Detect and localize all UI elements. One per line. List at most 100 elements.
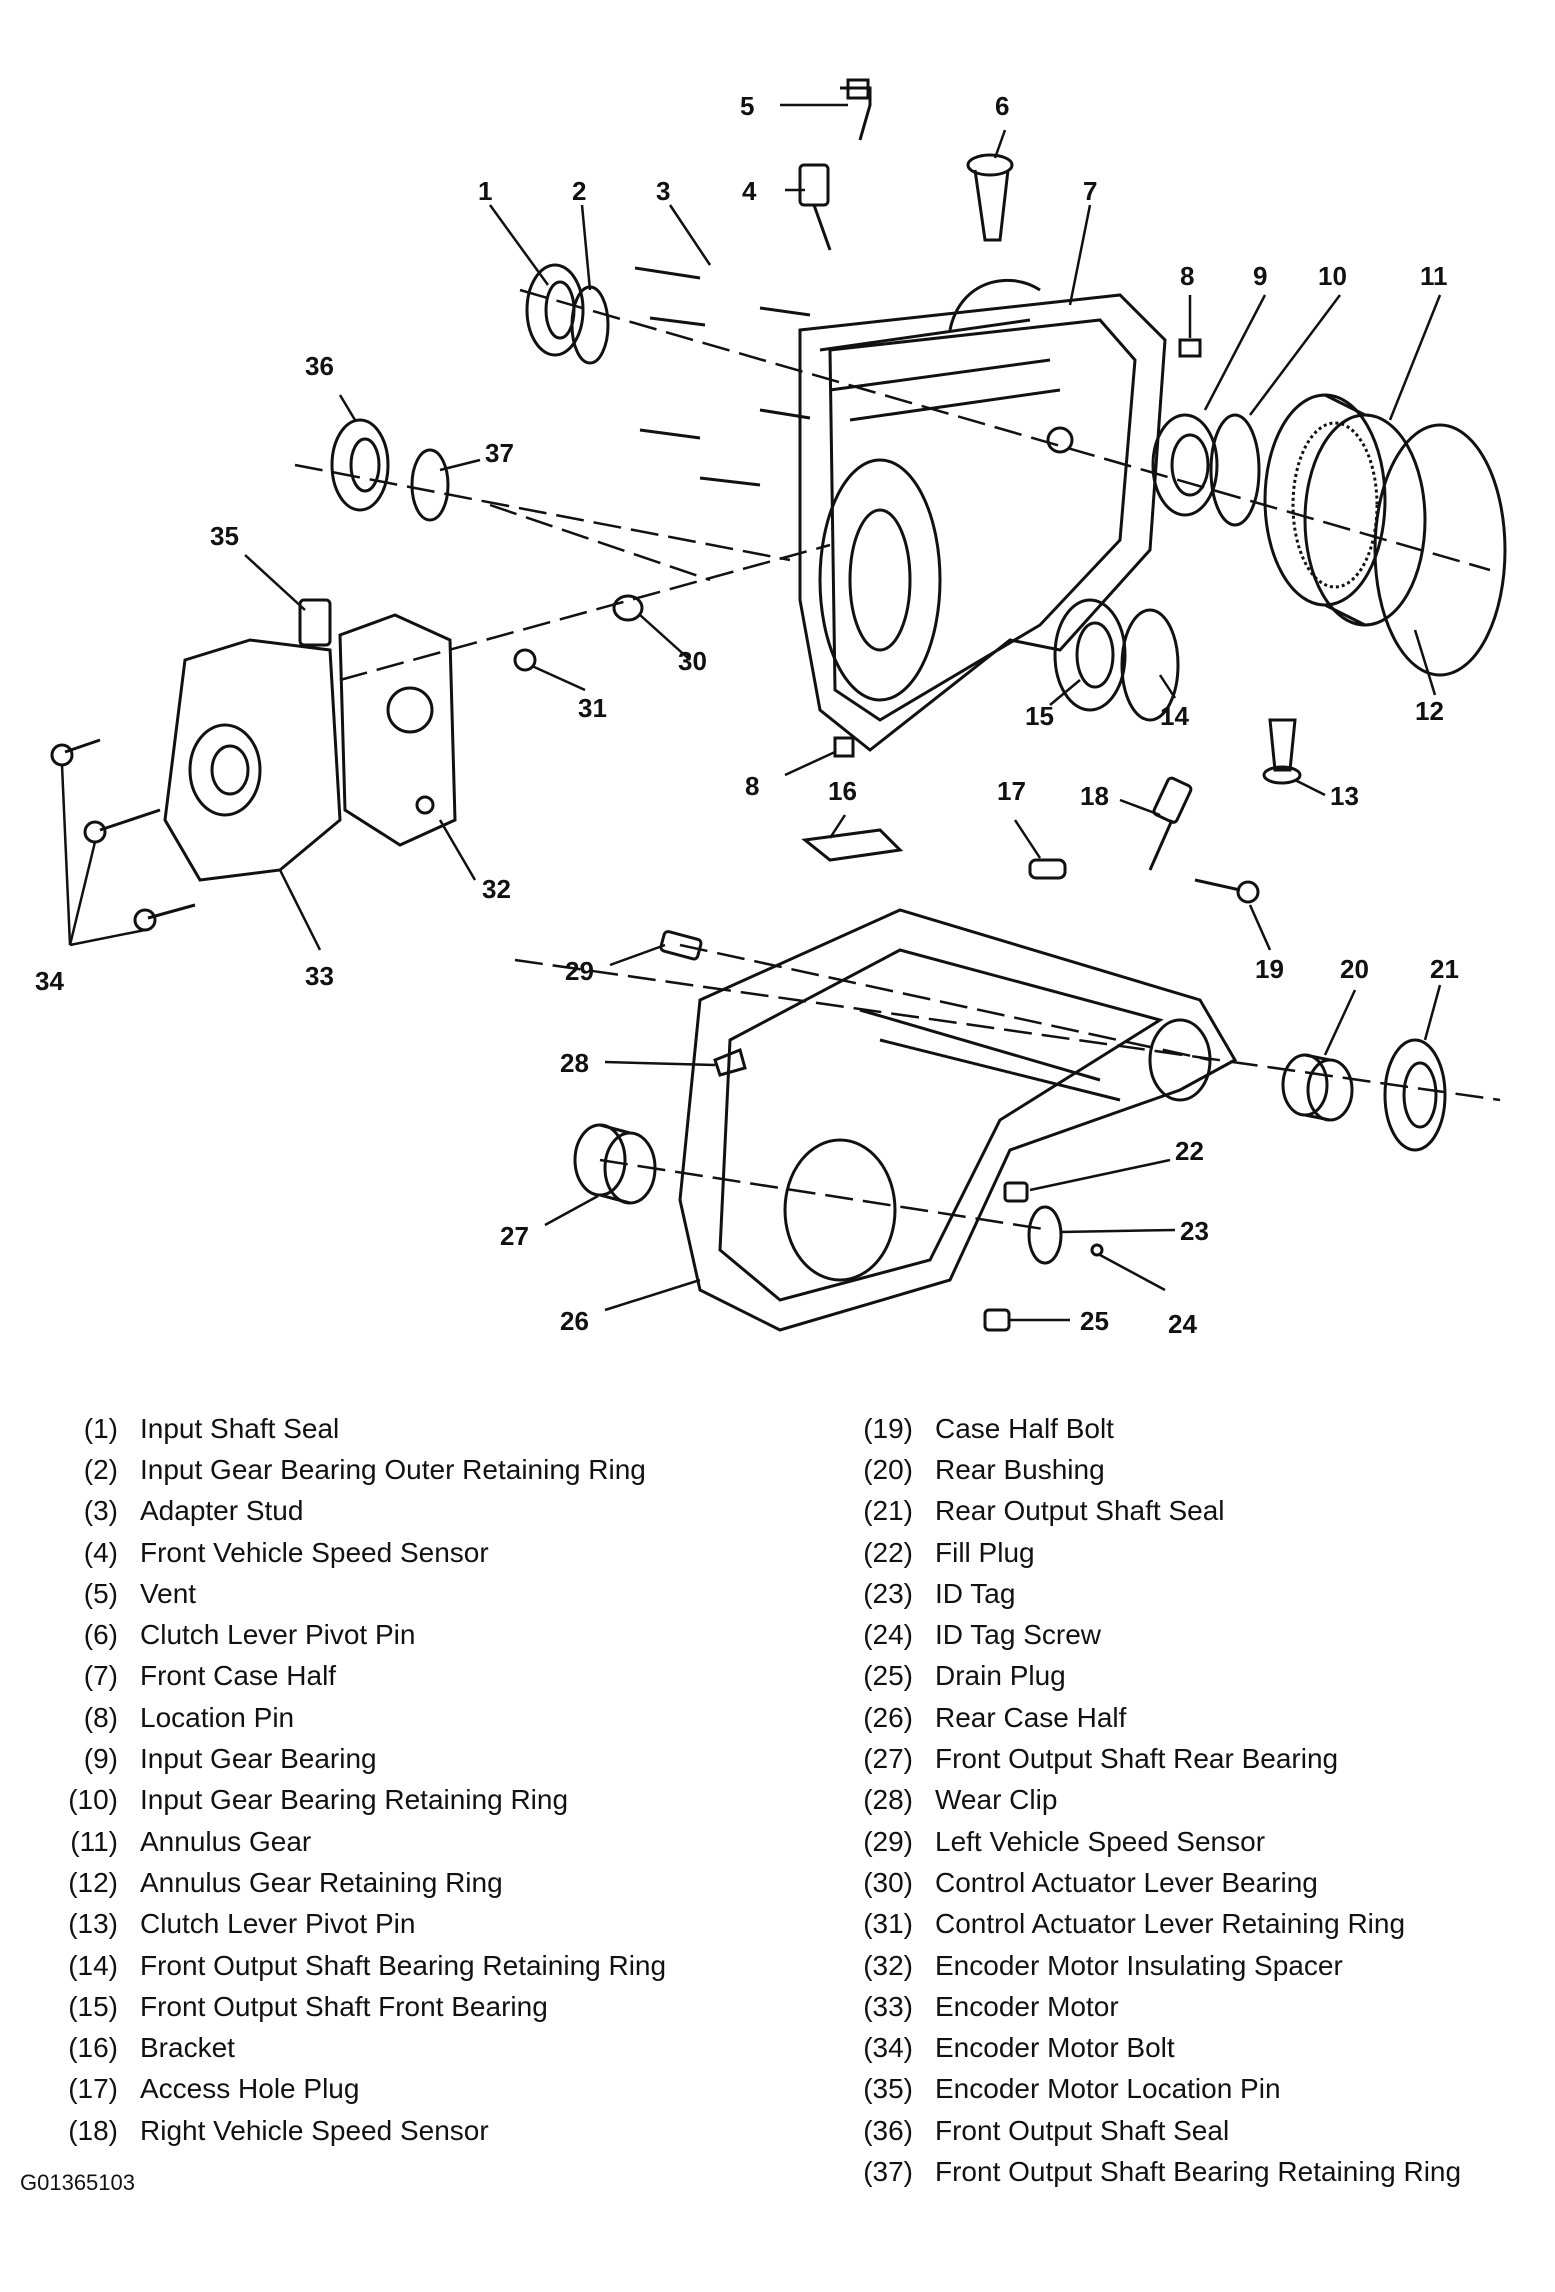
location-pin-part-lower (833, 736, 855, 758)
callout-26: 26 (560, 1306, 589, 1336)
legend-item: (37) Front Output Shaft Bearing Retaining… (835, 2151, 1461, 2192)
legend-label: Rear Bushing (935, 1453, 1105, 1485)
callout-12: 12 (1415, 696, 1444, 726)
legend-item: (29)Left Vehicle Speed Sensor (835, 1821, 1461, 1862)
legend-item: (36)Front Output Shaft Seal (835, 2110, 1461, 2151)
legend-number: (7) (83, 1660, 118, 1692)
rear-case-half (678, 908, 1238, 1332)
legend-label: Rear Output Shaft Seal (935, 1495, 1225, 1527)
callout-24: 24 (1168, 1309, 1197, 1339)
legend-number: (14) (68, 1949, 118, 1981)
legend-item: (33)Encoder Motor (835, 1986, 1461, 2027)
leader-lines (60, 103, 1442, 1322)
legend-label: Case Half Bolt (935, 1412, 1114, 1444)
callout-20: 20 (1340, 954, 1369, 984)
legend-number: (31) (863, 1908, 913, 1940)
legend-label: Front Output Shaft Bearing Retaining Rin… (935, 2155, 1462, 2187)
callout-18: 18 (1080, 781, 1109, 811)
input-gear-bearing-part (1151, 413, 1219, 517)
callout-22: 22 (1175, 1136, 1204, 1166)
legend-number: (30) (863, 1866, 913, 1898)
encoder-motor-part (163, 598, 342, 882)
legend-number: (35) (863, 2073, 913, 2105)
legend-item: (34)Encoder Motor Bolt (835, 2027, 1461, 2068)
callout-34: 34 (35, 966, 64, 996)
legend-label: Input Gear Bearing Retaining Ring (140, 1784, 569, 1816)
callout-8-lower: 8 (745, 771, 759, 801)
legend-item: (23)ID Tag (835, 1573, 1461, 1614)
front-output-bearing-ring-part (410, 448, 450, 522)
callout-1: 1 (478, 176, 492, 206)
legend-label: Encoder Motor Location Pin (935, 2073, 1281, 2105)
legend-number: (37) (863, 2155, 913, 2187)
legend-label: Encoder Motor Insulating Spacer (935, 1949, 1343, 1981)
callout-19: 19 (1255, 954, 1284, 984)
right-speed-sensor-part (1148, 776, 1193, 871)
callout-30: 30 (678, 646, 707, 676)
legend-number: (26) (863, 1701, 913, 1733)
legend-label: Front Output Shaft Rear Bearing (935, 1743, 1339, 1775)
legend-label: ID Tag Screw (935, 1619, 1101, 1651)
legend-number: (1) (83, 1412, 118, 1444)
rear-bushing-part (1281, 1053, 1354, 1122)
callout-10: 10 (1318, 261, 1347, 291)
callout-33: 33 (305, 961, 334, 991)
legend-label: Input Gear Bearing (140, 1743, 377, 1775)
legend-number: (21) (863, 1495, 913, 1527)
legend-number: (16) (68, 2032, 118, 2064)
callout-23: 23 (1180, 1216, 1209, 1246)
callout-25: 25 (1080, 1306, 1109, 1336)
legend-item: (22)Fill Plug (835, 1532, 1461, 1573)
callout-7: 7 (1083, 176, 1097, 206)
legend-number: (29) (863, 1825, 913, 1857)
encoder-spacer-part (338, 613, 457, 847)
legend-label: Encoder Motor Bolt (935, 2032, 1175, 2064)
legend-label: Encoder Motor (935, 1990, 1119, 2022)
legend-item: (28)Wear Clip (835, 1780, 1461, 1821)
legend-item: (5)Vent (40, 1573, 666, 1614)
left-speed-sensor-part (659, 930, 703, 961)
legend-item: (6)Clutch Lever Pivot Pin (40, 1614, 666, 1655)
callout-13: 13 (1330, 781, 1359, 811)
legend-number: (20) (863, 1453, 913, 1485)
bracket-part (801, 828, 904, 862)
legend-number: (19) (863, 1412, 913, 1444)
legend-label: Front Case Half (140, 1660, 337, 1692)
legend-number: (8) (83, 1701, 118, 1733)
callout-16: 16 (828, 776, 857, 806)
front-output-shaft-seal-part (330, 418, 390, 512)
legend-item: (21) Rear Output Shaft Seal (835, 1491, 1461, 1532)
callout-31: 31 (578, 693, 607, 723)
legend-item: (25)Drain Plug (835, 1656, 1461, 1697)
legend-item: (31) Control Actuator Lever Retaining Rin… (835, 1904, 1461, 1945)
fill-plug-part (1003, 1181, 1029, 1203)
legend-number: (18) (68, 2114, 118, 2146)
callout-27: 27 (500, 1221, 529, 1251)
callout-9: 9 (1253, 261, 1267, 291)
legend-number: (13) (68, 1908, 118, 1940)
legend-item: (20) Rear Bushing (835, 1449, 1461, 1490)
exploded-view-diagram: 1 2 3 4 5 6 7 8 8 9 10 11 12 13 14 15 16… (35, 78, 1507, 1339)
access-hole-plug-part (1028, 858, 1067, 880)
legend-number: (27) (863, 1743, 913, 1775)
legend-label: Adapter Stud (140, 1495, 304, 1527)
legend-label: Access Hole Plug (140, 2073, 360, 2105)
case-half-bolt-part (1194, 878, 1260, 904)
legend-item: (10)Input Gear Bearing Retaining Ring (40, 1780, 666, 1821)
legend-label: Control Actuator Lever Retaining Ring (935, 1908, 1406, 1940)
callout-6: 6 (995, 91, 1009, 121)
legend-item: (2)Input Gear Bearing Outer Retaining Ri… (40, 1449, 666, 1490)
legend-number: (36) (863, 2114, 913, 2146)
legend-label: Fill Plug (935, 1536, 1035, 1568)
legend-label: Annulus Gear Retaining Ring (140, 1866, 503, 1898)
legend-label: Vent (140, 1577, 197, 1609)
legend-item: (19) Case Half Bolt (835, 1408, 1461, 1449)
legend-number: (25) (863, 1660, 913, 1692)
callout-3: 3 (656, 176, 670, 206)
legend-label: Right Vehicle Speed Sensor (140, 2114, 489, 2146)
legend-number: (3) (83, 1495, 118, 1527)
id-tag-screw-part (1090, 1243, 1104, 1257)
legend-number: (23) (863, 1577, 913, 1609)
callout-32: 32 (482, 874, 511, 904)
legend-number: (24) (863, 1619, 913, 1651)
